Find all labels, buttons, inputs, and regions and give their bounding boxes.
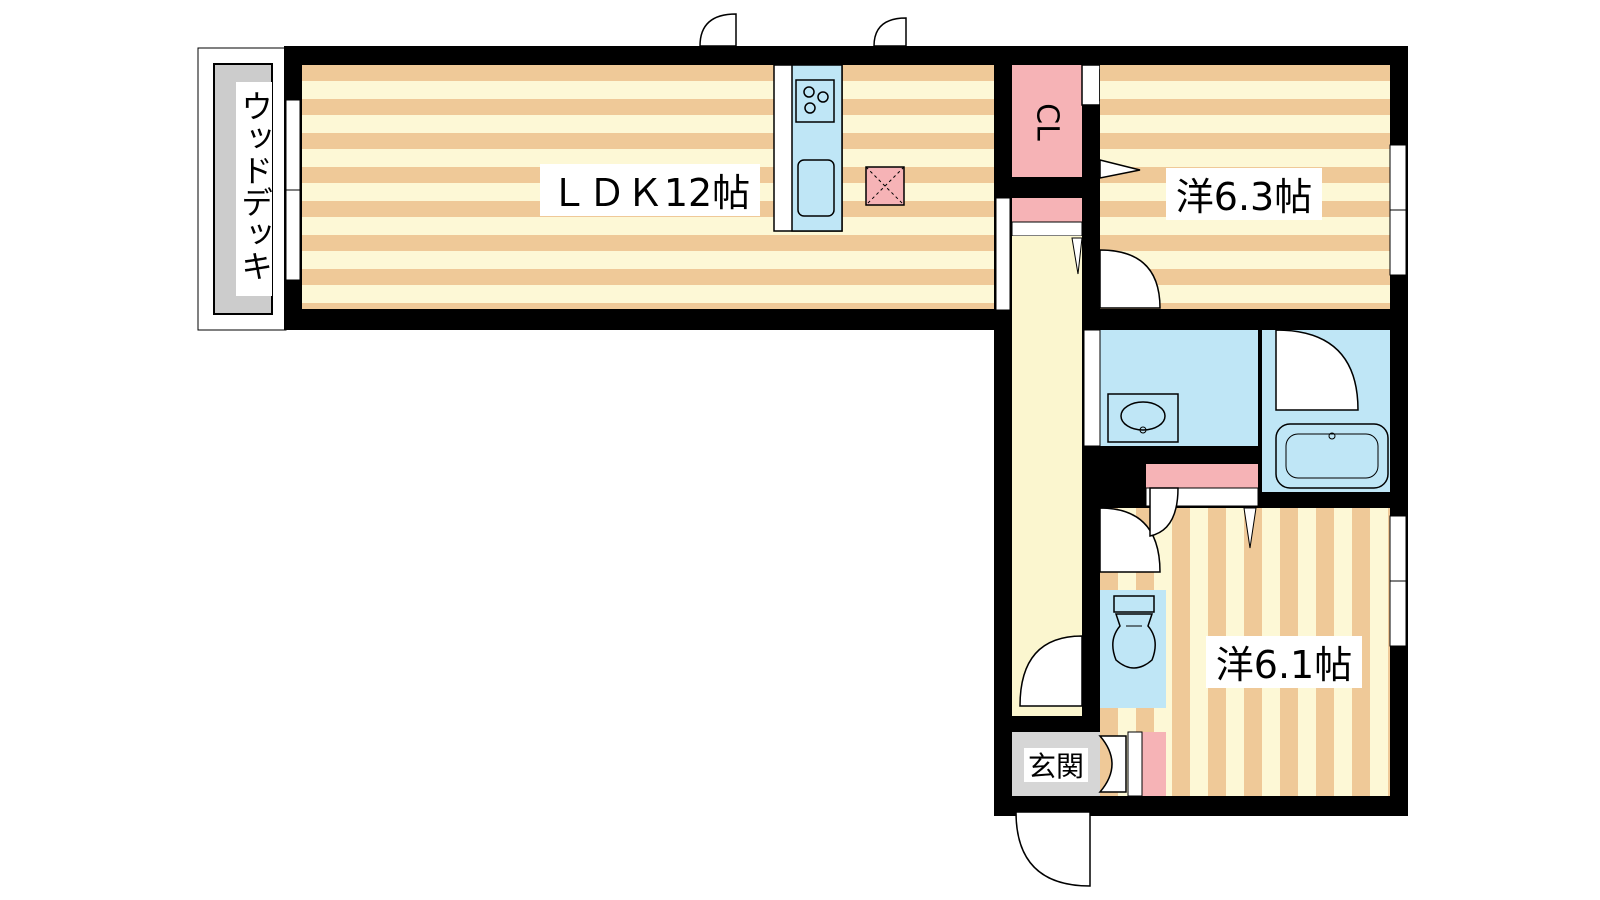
washbasin-bowl-icon bbox=[1120, 401, 1166, 431]
closet-sliding-door bbox=[1099, 159, 1141, 179]
closet-label: CL bbox=[1030, 103, 1065, 141]
western-room-a-label: 洋6.3帖 bbox=[1176, 175, 1312, 219]
bathtub-inner bbox=[1285, 433, 1379, 479]
entrance-label: 玄関 bbox=[1028, 750, 1084, 783]
western-room-b-upper-swing bbox=[1149, 487, 1179, 537]
kitchen-counter bbox=[773, 64, 843, 232]
stove-burner-icon bbox=[804, 102, 816, 114]
closet-door bbox=[1081, 64, 1101, 106]
bathtub-drain-icon bbox=[1328, 432, 1336, 440]
hallway-door-swing bbox=[1019, 635, 1083, 707]
shoe-storage bbox=[1142, 732, 1166, 796]
wood-deck-label: ウッドデッキ bbox=[236, 90, 274, 282]
storage-door bbox=[1011, 221, 1083, 237]
storage-b bbox=[1146, 464, 1258, 488]
stove-burner-icon bbox=[803, 86, 815, 98]
ldk-hallway-opening bbox=[995, 197, 1011, 311]
toilet-icon bbox=[1112, 595, 1156, 669]
shoe-storage-door bbox=[1127, 731, 1143, 797]
wood-deck bbox=[197, 47, 287, 331]
closet-floor bbox=[1012, 65, 1082, 177]
top-door-1 bbox=[699, 13, 737, 47]
ldk-label: ＬＤＫ12帖 bbox=[550, 171, 750, 215]
top-door-2 bbox=[873, 17, 907, 47]
entrance-inner-door-swing bbox=[1098, 735, 1127, 793]
washroom-door bbox=[1083, 329, 1101, 447]
western-room-b-label: 洋6.1帖 bbox=[1216, 643, 1352, 687]
washbasin-drain-icon bbox=[1139, 426, 1147, 434]
hallway-door-notch bbox=[1071, 237, 1083, 275]
bathroom-door-swing bbox=[1275, 329, 1359, 411]
stove-burner-icon bbox=[817, 91, 829, 103]
entrance-door-swing bbox=[1015, 811, 1091, 887]
sink-icon bbox=[797, 159, 835, 217]
fridge-space bbox=[865, 166, 905, 206]
storage-sliding-notch bbox=[1243, 507, 1257, 549]
western-room-a-door-swing bbox=[1099, 249, 1161, 309]
storage-strip bbox=[1012, 198, 1082, 222]
